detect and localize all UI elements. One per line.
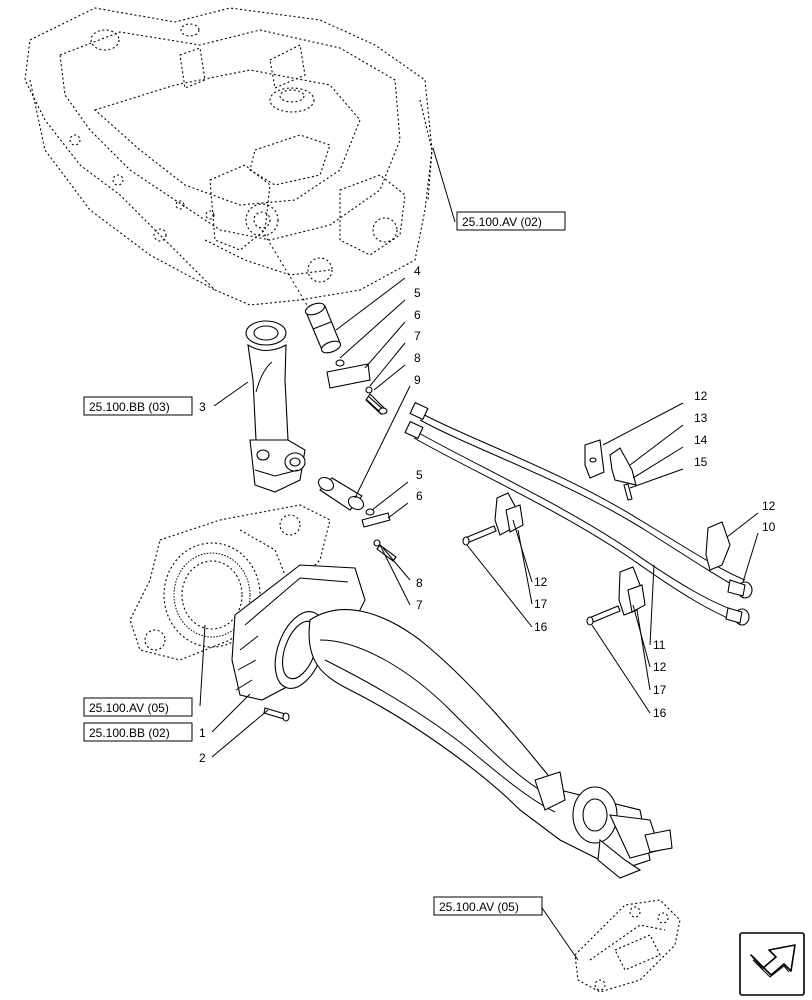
hydraulic-pipes xyxy=(404,401,753,626)
ref-box-axle-housing[interactable]: 25.100.BB (02) xyxy=(83,722,193,742)
callout-3: 3 xyxy=(199,400,206,414)
bolt-15 xyxy=(623,483,633,501)
callout-5a: 5 xyxy=(414,286,421,300)
callout-12c: 12 xyxy=(534,575,548,589)
clamp-12a-hole xyxy=(589,457,597,463)
ref-box-bottom[interactable]: 25.100.AV (05) xyxy=(433,896,543,916)
bolt-16a-head xyxy=(462,536,470,546)
leader-lines xyxy=(199,147,759,961)
clamp-17b xyxy=(627,584,646,613)
svg-text:25.100.AV (02): 25.100.AV (02) xyxy=(462,215,542,229)
plate-upper xyxy=(326,363,371,389)
callout-15: 15 xyxy=(694,455,708,469)
washer-upper xyxy=(365,386,373,394)
callout-8b: 8 xyxy=(416,576,423,590)
hitch-frame xyxy=(24,7,433,311)
clamp-17a xyxy=(505,504,524,533)
callout-13: 13 xyxy=(694,411,708,425)
lift-cylinder xyxy=(245,320,306,493)
callout-2: 2 xyxy=(199,751,206,765)
callout-6b: 6 xyxy=(416,489,423,503)
svg-text:25.100.AV (05): 25.100.AV (05) xyxy=(89,701,169,715)
clamp-13 xyxy=(609,447,637,486)
callout-12b: 12 xyxy=(762,499,776,513)
ref-box-hitch-frame[interactable]: 25.100.AV (02) xyxy=(456,211,566,231)
bolt-16b xyxy=(588,605,621,624)
callout-17b: 17 xyxy=(653,683,667,697)
callout-14: 14 xyxy=(694,433,708,447)
callout-12d: 12 xyxy=(653,660,667,674)
ring-lower xyxy=(365,508,375,516)
callout-5b: 5 xyxy=(416,468,423,482)
bolt-2 xyxy=(263,707,286,720)
callout-7b: 7 xyxy=(416,598,423,612)
plate-lower xyxy=(361,512,391,528)
callout-16a: 16 xyxy=(534,620,548,634)
bolt-2-head xyxy=(282,712,290,722)
bolt-16b-head xyxy=(586,616,594,626)
clamp-12b xyxy=(705,521,731,571)
svg-text:25.100.BB (02): 25.100.BB (02) xyxy=(89,726,170,740)
ref-box-cylinder[interactable]: 25.100.BB (03) xyxy=(83,396,193,416)
pin-upper xyxy=(304,302,342,354)
callout-9: 9 xyxy=(414,373,421,387)
svg-text:25.100.BB (03): 25.100.BB (03) xyxy=(89,400,170,414)
callout-17a: 17 xyxy=(534,597,548,611)
callout-11: 11 xyxy=(653,638,666,652)
svg-text:25.100.AV (05): 25.100.AV (05) xyxy=(439,900,519,914)
callout-1: 1 xyxy=(199,726,206,740)
callout-8a: 8 xyxy=(414,351,421,365)
ref-box-axle-gear[interactable]: 25.100.AV (05) xyxy=(83,697,193,717)
callout-6a: 6 xyxy=(414,308,421,322)
bolt-upper-head xyxy=(378,407,388,415)
callout-10: 10 xyxy=(762,520,776,534)
callout-12a: 12 xyxy=(694,389,708,403)
arrow-next-icon[interactable] xyxy=(739,932,805,996)
bolt-16a xyxy=(464,525,497,544)
washer-lower xyxy=(373,539,381,547)
ring-upper xyxy=(335,359,345,367)
callout-4: 4 xyxy=(414,264,421,278)
callout-16b: 16 xyxy=(653,706,667,720)
axle-housing xyxy=(231,564,673,879)
callout-7a: 7 xyxy=(414,329,421,343)
pin-lower xyxy=(317,476,365,511)
bottom-bracket xyxy=(574,899,681,993)
callout-labels: 3 1 2 4 5 6 7 8 9 5 6 8 7 12 13 14 15 12… xyxy=(199,264,776,765)
